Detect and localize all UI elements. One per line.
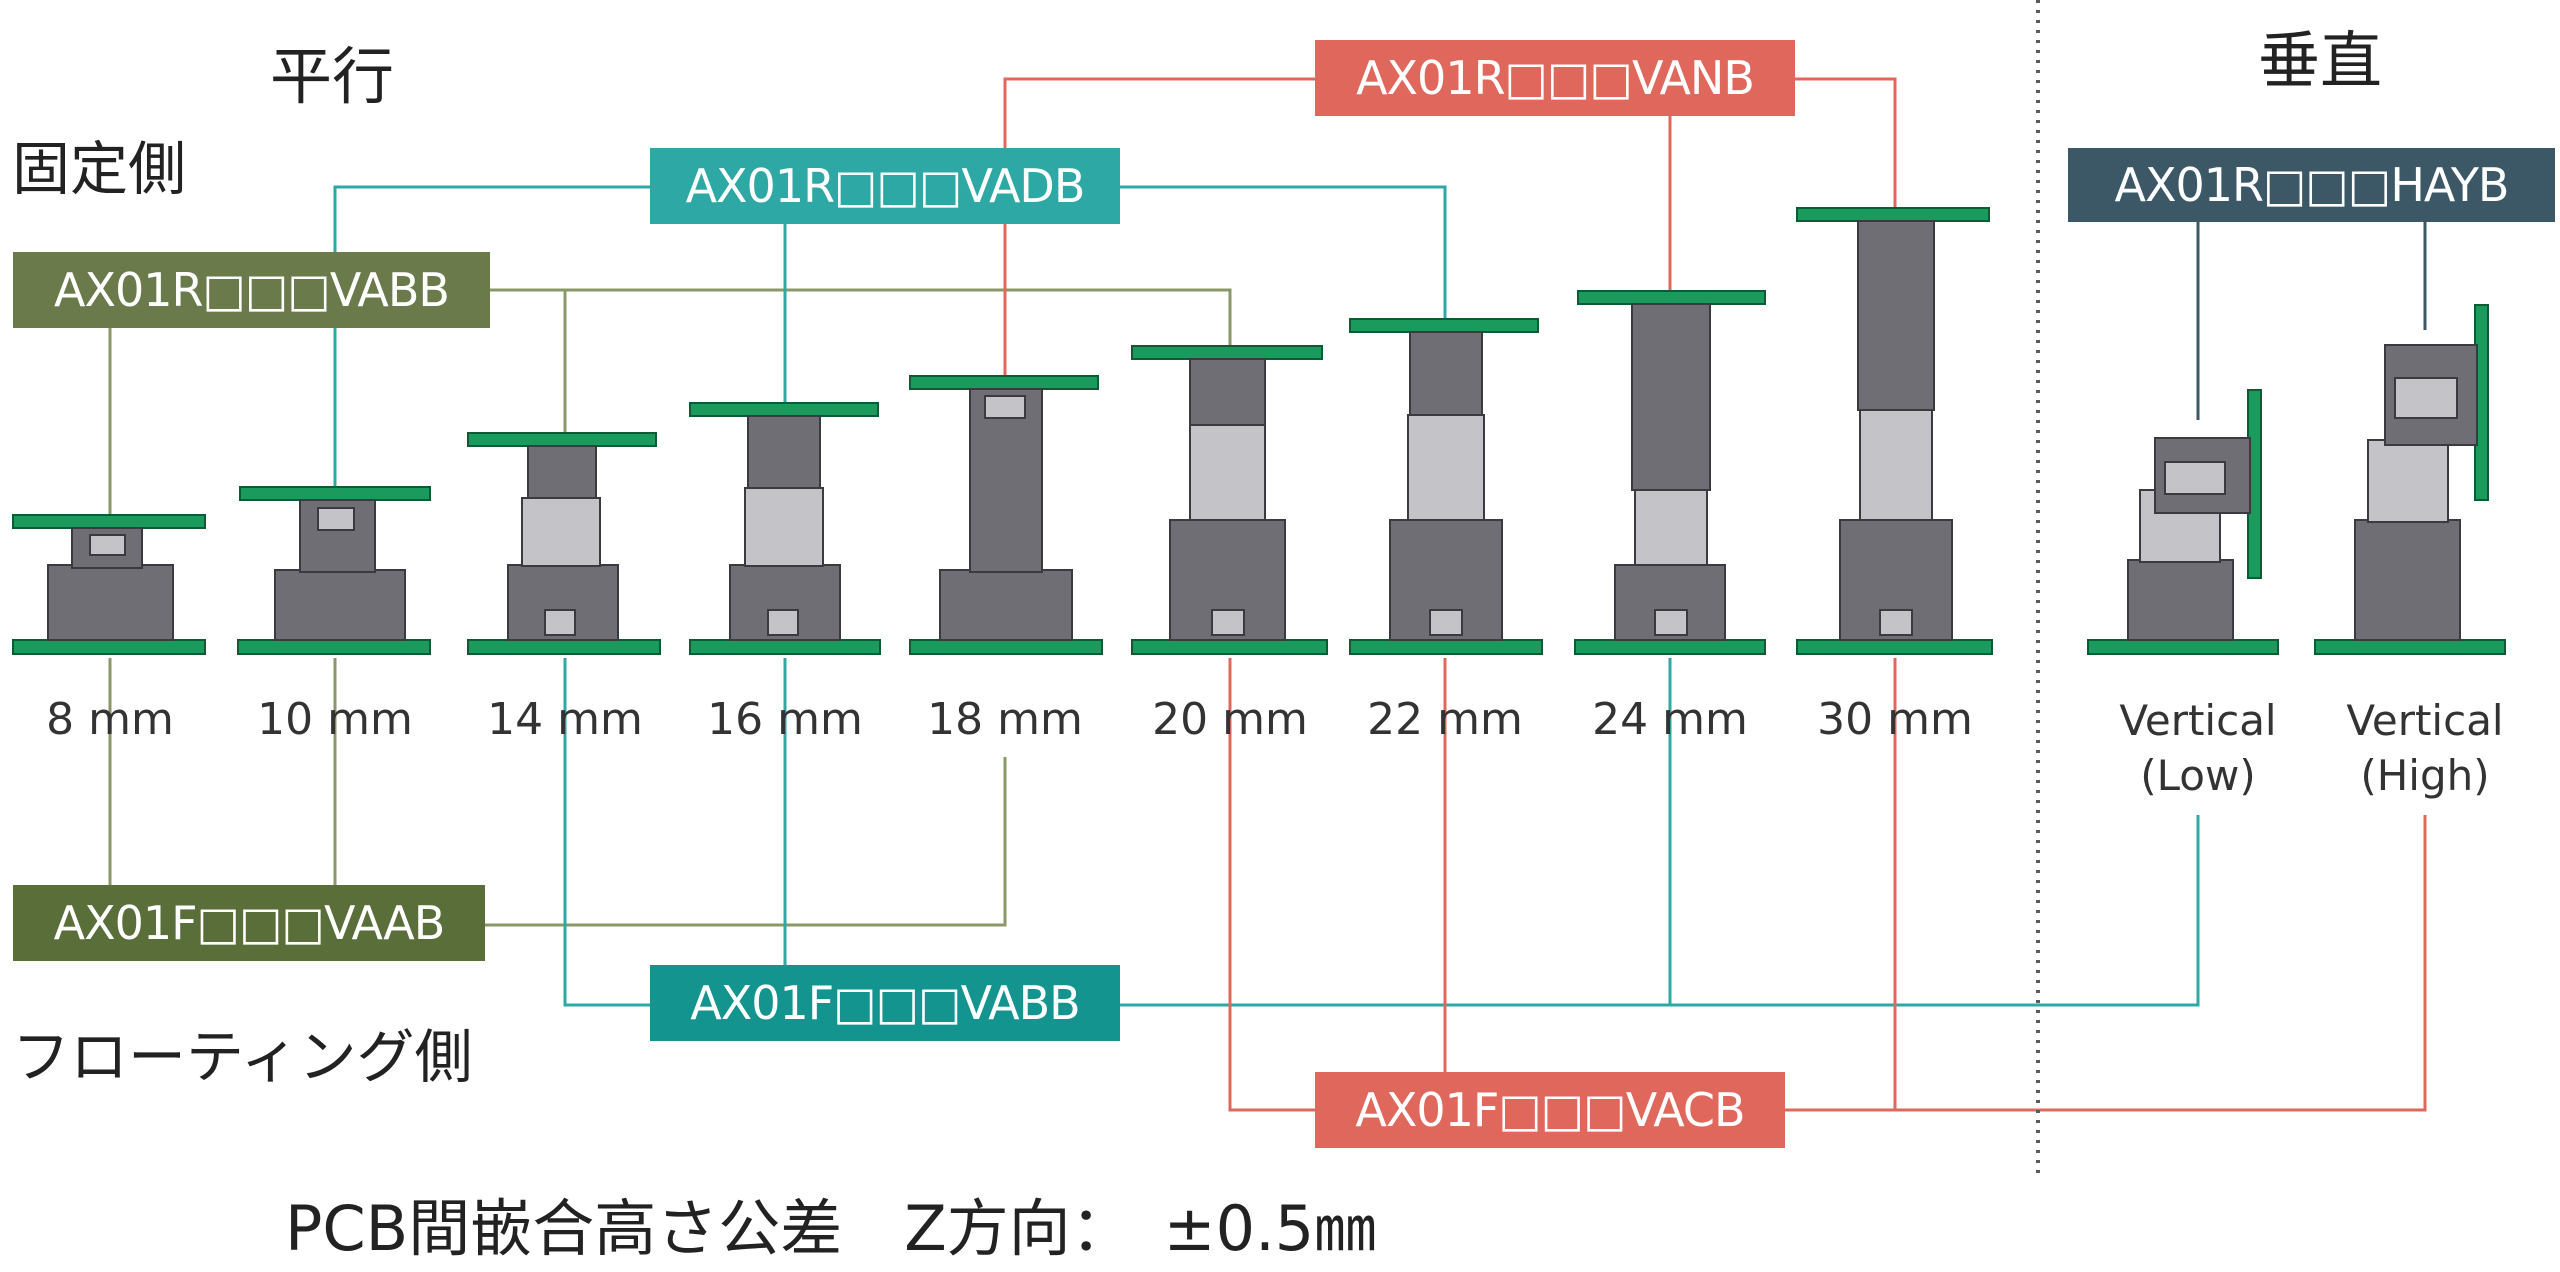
product-label-r-hayb: AX01R□□□HAYB bbox=[2068, 148, 2555, 222]
pcb-top-30mm bbox=[1796, 207, 1990, 222]
connector-18mm bbox=[939, 388, 1073, 641]
pcb-bottom-14mm bbox=[467, 639, 661, 655]
vertical-high-line1: Vertical bbox=[2346, 696, 2504, 745]
pcb-top-18mm bbox=[909, 375, 1099, 390]
pcb-bottom-22mm bbox=[1349, 639, 1543, 655]
connector-8mm bbox=[47, 527, 174, 641]
wire-r-vanb bbox=[1003, 77, 1897, 378]
connector-16mm bbox=[729, 415, 841, 641]
vertical-low-line1: Vertical bbox=[2119, 696, 2277, 745]
wire-f-vabb bbox=[563, 658, 2200, 1007]
pcb-bottom-30mm bbox=[1796, 639, 1993, 655]
pcb-bottom-10mm bbox=[237, 639, 431, 655]
connector-20mm bbox=[1169, 358, 1286, 641]
pcb-bottom-18mm bbox=[909, 639, 1103, 655]
product-label-r-vanb: AX01R□□□VANB bbox=[1315, 40, 1795, 116]
vertical-high-line2: (High) bbox=[2360, 751, 2490, 801]
pcb-bottom-8mm bbox=[12, 639, 206, 655]
height-label-14mm: 14 mm bbox=[487, 694, 643, 745]
vertical-low-label: Vertical (Low) bbox=[2083, 693, 2313, 804]
wire-f-vacb bbox=[1228, 658, 2427, 1112]
pcb-top-10mm bbox=[239, 486, 431, 501]
pcb-bottom-24mm bbox=[1574, 639, 1766, 655]
height-label-22mm: 22 mm bbox=[1367, 694, 1523, 745]
height-label-24mm: 24 mm bbox=[1592, 694, 1748, 745]
wire-r-vadb bbox=[333, 185, 1447, 488]
side-floating-label: フローティング側 bbox=[12, 1023, 473, 1091]
pcb-bottom-vhigh bbox=[2314, 639, 2506, 655]
product-label-r-vabb: AX01R□□□VABB bbox=[13, 252, 490, 328]
vertical-low-line2: (Low) bbox=[2140, 751, 2256, 801]
pcb-top-8mm bbox=[12, 514, 206, 529]
product-label-f-vabb: AX01F□□□VABB bbox=[650, 965, 1120, 1041]
connector-10mm bbox=[274, 499, 406, 641]
height-label-8mm: 8 mm bbox=[46, 694, 174, 745]
pcb-top-24mm bbox=[1577, 290, 1766, 305]
pcb-top-14mm bbox=[467, 432, 657, 447]
section-parallel: 平行 bbox=[270, 40, 395, 113]
connector-30mm bbox=[1839, 220, 1953, 641]
vertical-high-label: Vertical (High) bbox=[2310, 693, 2540, 804]
connector-22mm bbox=[1389, 331, 1503, 641]
wire-r-hayb bbox=[2196, 222, 2427, 420]
wire-f-vaab bbox=[108, 658, 1007, 927]
tolerance-note: PCB間嵌合高さ公差 Z方向： ±0.5㎜ bbox=[285, 1192, 1377, 1265]
connector-vertical-high bbox=[2354, 344, 2478, 641]
product-label-f-vacb: AX01F□□□VACB bbox=[1315, 1072, 1785, 1148]
pcb-bottom-16mm bbox=[689, 639, 881, 655]
product-label-f-vaab: AX01F□□□VAAB bbox=[13, 885, 485, 961]
section-vertical: 垂直 bbox=[2258, 24, 2383, 97]
height-label-30mm: 30 mm bbox=[1817, 694, 1973, 745]
product-label-r-vadb: AX01R□□□VADB bbox=[650, 148, 1120, 224]
connector-vertical-low bbox=[2127, 437, 2251, 641]
pcb-bottom-vlow bbox=[2087, 639, 2279, 655]
wire-r-vabb bbox=[108, 288, 1232, 520]
pcb-bottom-20mm bbox=[1131, 639, 1328, 655]
pcb-top-20mm bbox=[1131, 345, 1323, 360]
height-label-18mm: 18 mm bbox=[927, 694, 1083, 745]
height-label-20mm: 20 mm bbox=[1152, 694, 1308, 745]
pcb-top-22mm bbox=[1349, 318, 1539, 333]
side-fixed-label: 固定側 bbox=[12, 135, 187, 203]
connector-14mm bbox=[507, 445, 619, 641]
connector-24mm bbox=[1614, 303, 1726, 641]
pcb-top-16mm bbox=[689, 402, 879, 417]
height-label-10mm: 10 mm bbox=[257, 694, 413, 745]
height-label-16mm: 16 mm bbox=[707, 694, 863, 745]
